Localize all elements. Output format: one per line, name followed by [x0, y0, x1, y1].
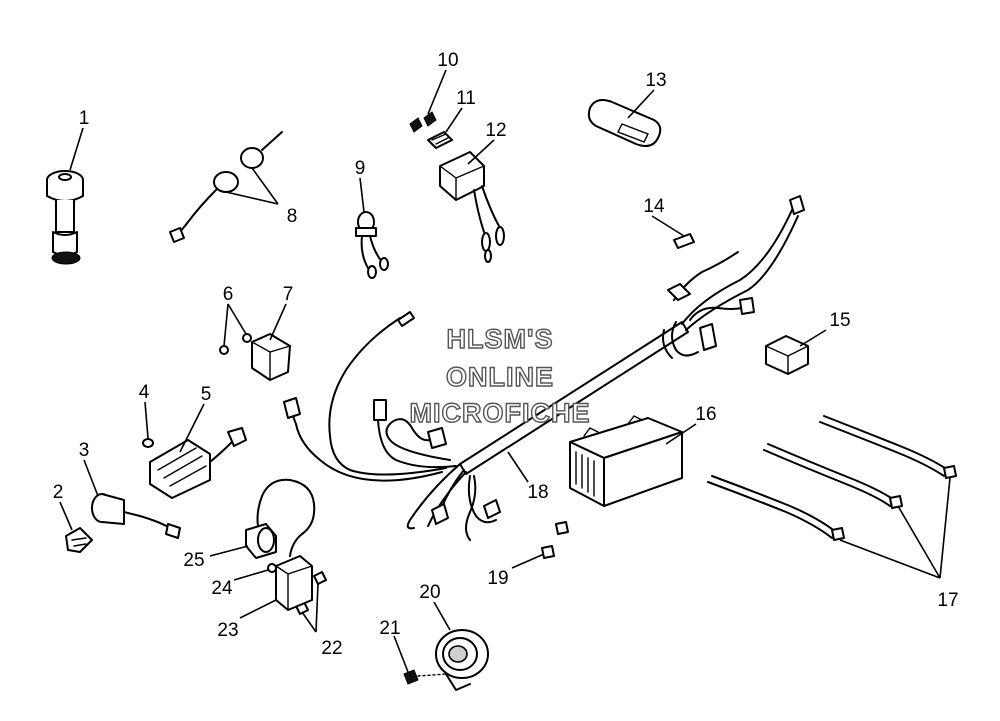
- callout-23: 23: [217, 620, 238, 641]
- part-5-rectifier-module[interactable]: [149, 427, 247, 499]
- callout-1: 1: [79, 108, 90, 129]
- callout-20: 20: [419, 582, 440, 603]
- callout-25: 25: [183, 550, 204, 571]
- part-19-bolts[interactable]: [541, 521, 569, 559]
- part-25-spark-plug-cap[interactable]: [245, 523, 277, 559]
- part-7-relay[interactable]: [251, 333, 291, 381]
- callout-18: 18: [527, 482, 548, 503]
- callout-5: 5: [201, 384, 212, 405]
- callout-9: 9: [355, 158, 366, 179]
- callout-labels: 1 2 3 4 5 6 7 8 9 10 11 12 13 14 15 16 1…: [53, 50, 959, 659]
- part-16-battery[interactable]: [569, 415, 683, 507]
- part-18-wiring-harness[interactable]: [283, 195, 805, 541]
- callout-8: 8: [287, 206, 298, 227]
- part-2-connector[interactable]: [65, 527, 93, 553]
- callout-17: 17: [937, 590, 958, 611]
- watermark-line-3: MICROFICHE: [410, 398, 591, 428]
- part-24-grommet[interactable]: [267, 563, 277, 573]
- part-13-cover[interactable]: [587, 99, 662, 147]
- watermark-line-2: ONLINE: [446, 362, 554, 392]
- part-9-bulb-socket[interactable]: [355, 211, 389, 279]
- watermark: HLSM'S ONLINE MICROFICHE: [409, 323, 591, 428]
- callout-15: 15: [829, 310, 850, 331]
- callout-7: 7: [283, 284, 294, 305]
- leader-lines: [59, 69, 951, 673]
- part-4-washer[interactable]: [142, 438, 154, 448]
- part-1-ignition-switch[interactable]: [46, 170, 84, 265]
- part-20-horn[interactable]: [435, 629, 489, 691]
- part-17-straps[interactable]: [707, 415, 957, 541]
- callout-14: 14: [643, 196, 665, 217]
- part-14-fuse[interactable]: [673, 233, 695, 249]
- part-12-regulator[interactable]: [439, 151, 505, 263]
- callout-13: 13: [645, 70, 666, 91]
- callout-11: 11: [456, 88, 476, 109]
- callout-4: 4: [139, 382, 150, 403]
- callout-16: 16: [695, 404, 716, 425]
- callout-19: 19: [487, 568, 508, 589]
- callout-3: 3: [79, 440, 90, 461]
- part-15-relay[interactable]: [765, 335, 809, 375]
- callout-24: 24: [211, 578, 233, 599]
- callout-10: 10: [437, 50, 458, 71]
- callout-22: 22: [321, 638, 342, 659]
- part-3-switch-pigtail[interactable]: [91, 493, 181, 539]
- part-11-fuse-block[interactable]: [427, 131, 453, 149]
- callout-12: 12: [485, 120, 506, 141]
- callout-2: 2: [53, 482, 64, 503]
- callout-6: 6: [223, 284, 234, 305]
- part-21-bolt[interactable]: [403, 669, 447, 685]
- watermark-line-1: HLSM'S: [447, 324, 554, 354]
- part-8-handlebar-switches[interactable]: [169, 131, 283, 243]
- part-10-clips[interactable]: [409, 111, 437, 133]
- callout-21: 21: [379, 618, 400, 639]
